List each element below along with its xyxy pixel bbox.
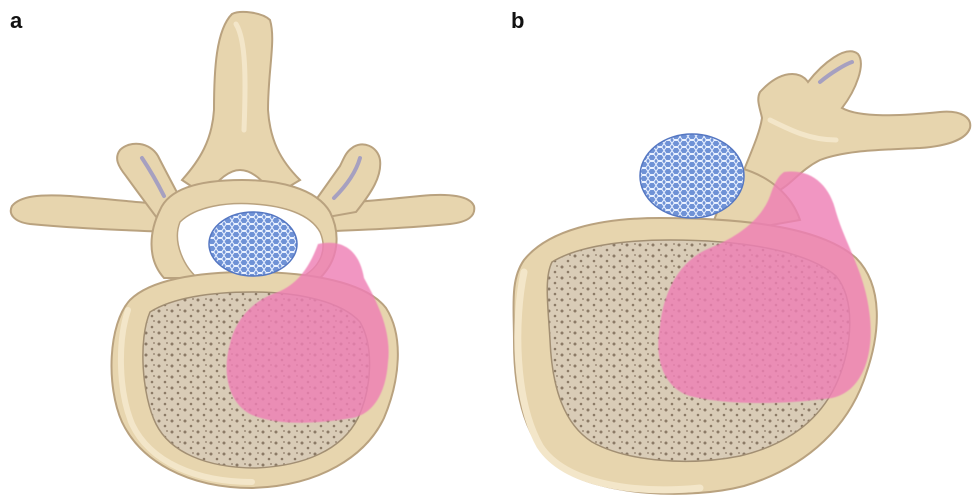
vertebra-a xyxy=(11,12,475,488)
spinal-cord-a xyxy=(209,212,297,276)
spinal-cord-b xyxy=(640,134,744,218)
vertebra-b xyxy=(513,51,970,494)
